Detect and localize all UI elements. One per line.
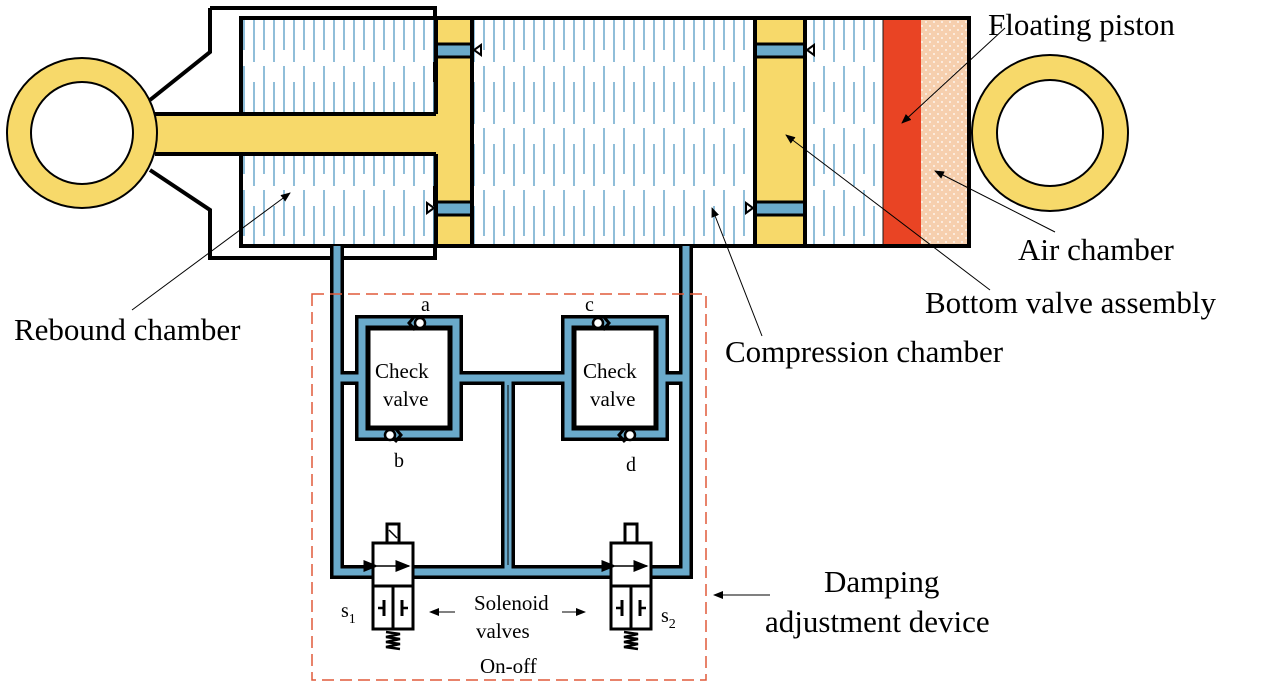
check-ball-a-icon — [407, 315, 427, 331]
compression-chamber — [472, 18, 755, 246]
label-on-off: On-off — [480, 654, 537, 678]
label-check-valve-right-l1: Check — [583, 359, 637, 383]
solenoid-valve-s1 — [363, 522, 415, 651]
check-valve-left — [367, 327, 451, 429]
leader-floating-piston — [901, 27, 1006, 124]
label-s2: s2 — [661, 605, 676, 632]
solenoid-valve-s2 — [601, 522, 653, 651]
label-air-chamber: Air chamber — [1018, 232, 1174, 267]
leader-air-chamber — [934, 170, 1056, 233]
check-ball-c-icon — [591, 315, 611, 331]
label-bottom-valve-assembly: Bottom valve assembly — [925, 285, 1217, 320]
check-ball-b-icon — [383, 427, 403, 443]
label-port-c: c — [585, 294, 594, 316]
bottom-valve-orifice-top — [753, 42, 807, 59]
label-port-a: a — [421, 294, 430, 316]
right-fluid-region — [805, 18, 883, 246]
check-ball-d-icon — [617, 427, 637, 443]
piston-valve-top-icon — [472, 43, 482, 57]
damping-device-boundary — [311, 293, 707, 681]
label-solenoid-line1: Solenoid — [474, 591, 549, 615]
label-damping-line1: Damping — [824, 564, 939, 599]
spring-s2-icon — [623, 630, 639, 651]
leader-bottom-valve — [785, 134, 991, 291]
cylinder-outline — [239, 16, 971, 248]
label-s1: s1 — [341, 600, 356, 627]
label-rebound-chamber: Rebound chamber — [14, 312, 241, 347]
leader-compression-chamber — [711, 207, 763, 337]
spring-s1-icon — [385, 630, 401, 651]
piston-orifice-top — [434, 42, 474, 59]
floating-piston — [883, 18, 921, 246]
label-check-valve-left-l1: Check — [375, 359, 429, 383]
bottom-valve-top-icon — [805, 43, 815, 57]
label-check-valve-right-l2: valve — [590, 387, 635, 411]
label-solenoid-line2: valves — [476, 619, 530, 643]
outer-housing — [148, 6, 437, 260]
check-valve-right — [573, 327, 657, 429]
piston-orifice-bottom — [434, 200, 474, 217]
label-check-valve-left-l2: valve — [383, 387, 428, 411]
piston-rod — [155, 114, 440, 154]
label-floating-piston: Floating piston — [988, 7, 1175, 42]
label-compression-chamber: Compression chamber — [725, 334, 1004, 369]
piston-valve-bottom-icon — [426, 201, 436, 215]
bottom-valve-orifice-bottom — [753, 200, 807, 217]
label-port-d: d — [626, 454, 636, 476]
label-port-b: b — [394, 450, 404, 472]
bottom-valve-bottom-icon — [745, 201, 755, 215]
air-chamber — [921, 18, 969, 246]
label-damping-line2: adjustment device — [765, 604, 990, 639]
leader-rebound-chamber — [131, 192, 291, 311]
